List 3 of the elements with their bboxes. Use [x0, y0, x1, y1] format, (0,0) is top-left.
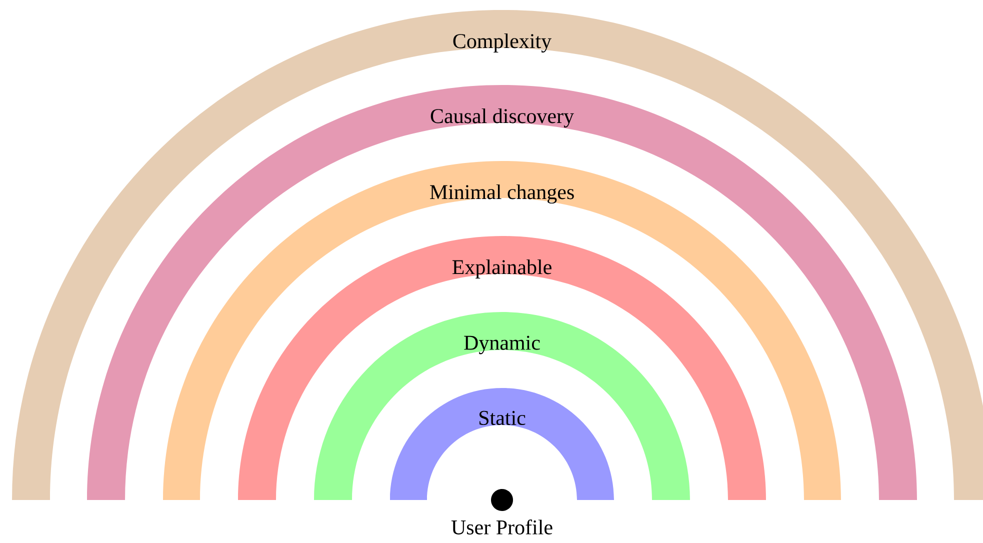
arc-band: Static [390, 388, 614, 500]
node-label: User Profile [451, 519, 552, 534]
dot [491, 488, 513, 511]
